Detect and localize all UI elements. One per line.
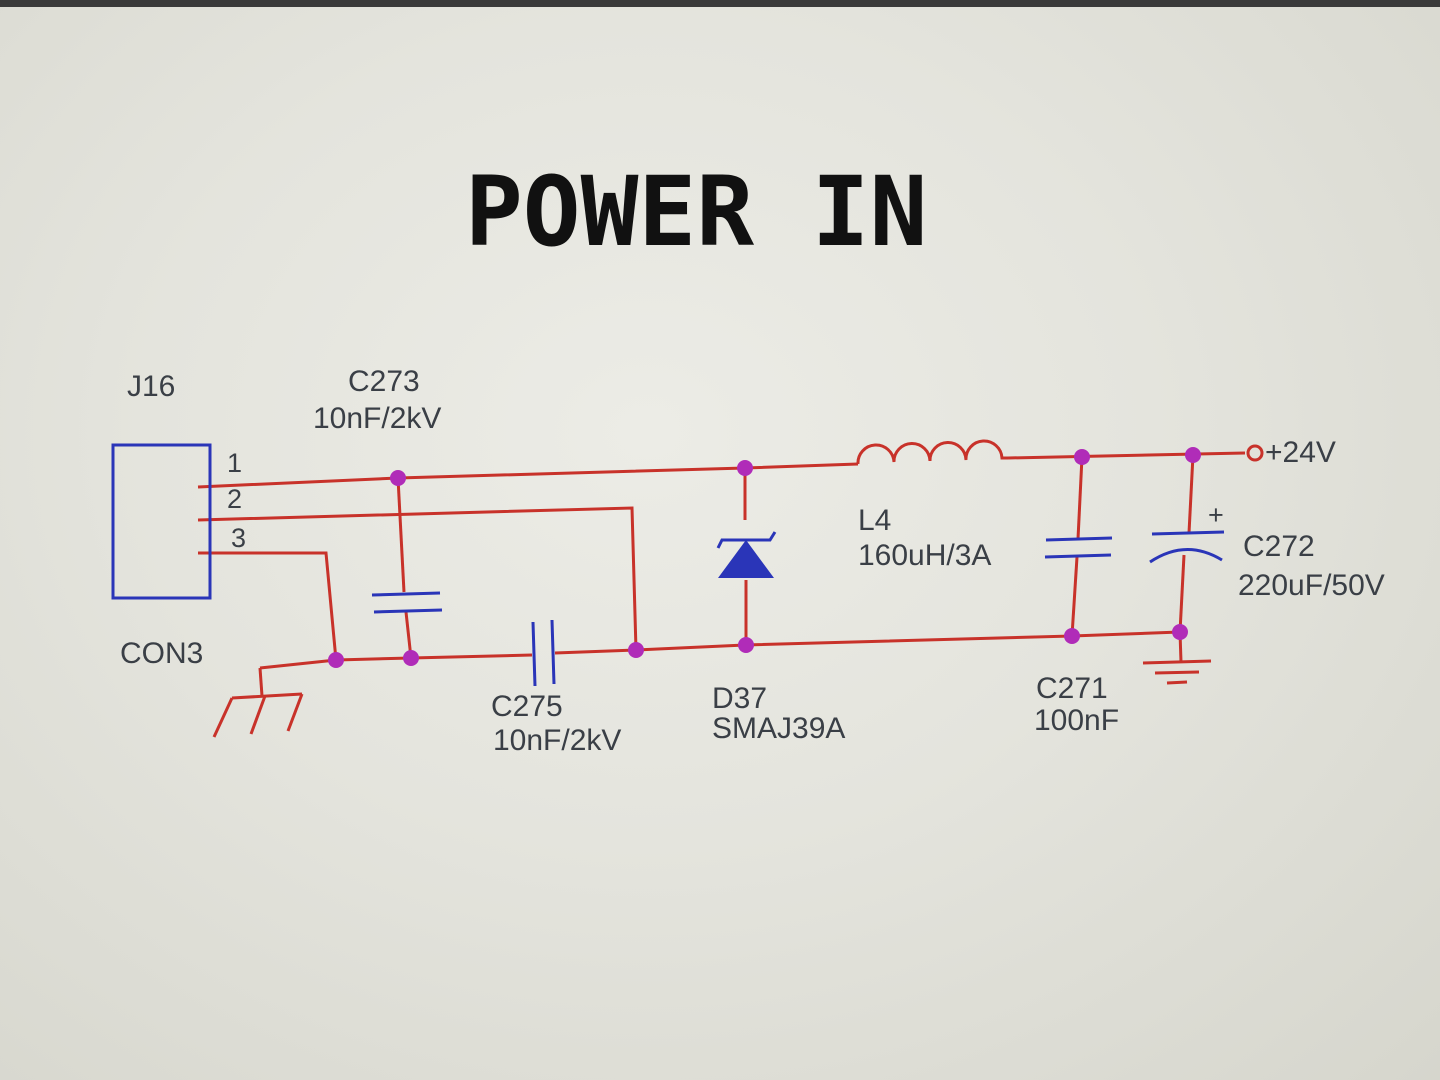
capacitor-c273 xyxy=(371,591,443,614)
l4-ref: L4 xyxy=(858,504,891,537)
power-ground-icon xyxy=(1142,659,1212,685)
junction-dot xyxy=(403,650,419,666)
wire-return-right xyxy=(554,630,1181,655)
pin-3-label: 3 xyxy=(231,523,246,553)
capacitor-c275 xyxy=(531,619,556,687)
junction-dot xyxy=(628,642,644,658)
wire-c272-bottom xyxy=(1178,554,1186,633)
c272-ref: C272 xyxy=(1243,530,1315,563)
c273-ref: C273 xyxy=(348,365,420,398)
wire-24v-rail xyxy=(1007,451,1246,460)
pin-1-label: 1 xyxy=(227,448,242,478)
wire-pin1-net xyxy=(197,462,859,489)
wire-pin2-net xyxy=(197,506,638,651)
junction-dot xyxy=(1064,628,1080,644)
wire-pin3-net xyxy=(198,551,338,661)
schematic-title: POWER IN xyxy=(465,156,927,268)
wires xyxy=(197,451,1246,663)
chassis-ground-icon xyxy=(212,658,337,738)
wire-c271-bottom xyxy=(1070,556,1079,637)
c272-value: 220uF/50V xyxy=(1238,569,1385,602)
inductor-l4 xyxy=(856,439,1008,465)
c273-value: 10nF/2kV xyxy=(313,402,441,435)
l4-value: 160uH/3A xyxy=(858,539,991,572)
junction-dot xyxy=(737,460,753,476)
wire-c271-top xyxy=(1076,456,1084,540)
capacitor-c271 xyxy=(1044,536,1113,559)
capacitor-c272 xyxy=(1149,530,1225,564)
junction-dot xyxy=(738,637,754,653)
c272-polarity-mark: + xyxy=(1208,500,1224,530)
junction-dot xyxy=(390,470,406,486)
connector-type: CON3 xyxy=(120,637,203,670)
c275-value: 10nF/2kV xyxy=(493,724,621,757)
tvs-diode-d37 xyxy=(716,531,777,578)
c271-value: 100nF xyxy=(1034,704,1119,737)
c275-ref: C275 xyxy=(491,690,563,723)
wire-c273-top xyxy=(396,477,406,593)
d37-ref: D37 xyxy=(712,682,767,715)
junctions xyxy=(328,447,1201,668)
monitor-bezel xyxy=(0,0,1440,7)
connector-ref: J16 xyxy=(127,370,175,403)
d37-value: SMAJ39A xyxy=(712,712,845,745)
junction-dot xyxy=(1074,449,1090,465)
pin-2-label: 2 xyxy=(227,484,242,514)
wire-c272-top xyxy=(1187,454,1195,534)
c271-ref: C271 xyxy=(1036,672,1108,705)
connector-j16-body xyxy=(111,443,212,600)
net-label-24v: +24V xyxy=(1265,436,1336,469)
power-port-icon xyxy=(1246,444,1264,462)
junction-dot xyxy=(1172,624,1188,640)
wire-return-left xyxy=(335,653,533,662)
junction-dot xyxy=(1185,447,1201,463)
junction-dot xyxy=(328,652,344,668)
